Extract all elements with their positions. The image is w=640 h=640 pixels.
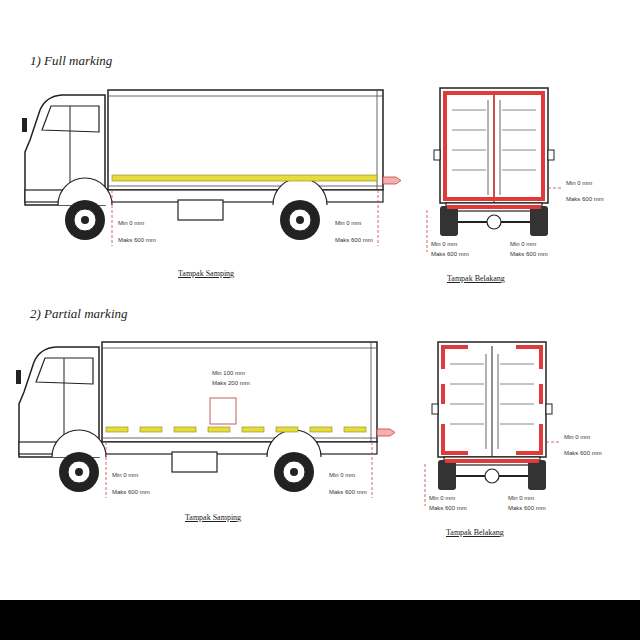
dimension-label: Maks 600 mm [112, 489, 150, 496]
dimension-label: Min 0 mm [335, 220, 361, 227]
dimension-label: Min 0 mm [429, 495, 455, 502]
truck-side [16, 342, 395, 498]
view-caption: Tampak Samping [178, 269, 234, 278]
view-caption: Tampak Samping [185, 513, 241, 522]
dimension-label: Maks 600 mm [564, 450, 602, 457]
dimension-label: Maks 600 mm [510, 251, 548, 258]
dimension-label: Min 0 mm [112, 472, 138, 479]
dimension-label: Maks 600 mm [508, 505, 546, 512]
bottom-bar [0, 600, 640, 640]
dimension-label: Maks 600 mm [431, 251, 469, 258]
dimension-label: Min 0 mm [564, 434, 590, 441]
dimension-label: Maks 200 mm [212, 380, 250, 387]
reflective-corner [516, 424, 541, 453]
dimension-label: Min 0 mm [431, 241, 457, 248]
reflective-segment [242, 427, 264, 432]
reflective-strip [445, 459, 539, 463]
reflective-strip [447, 205, 541, 209]
reflective-corner [443, 424, 468, 453]
reflective-segment [140, 427, 162, 432]
reflective-strip [493, 95, 495, 197]
segment-detail-box [210, 398, 236, 424]
reflective-segment [310, 427, 332, 432]
reflective-segment [344, 427, 366, 432]
reflective-corner [516, 347, 541, 369]
dimension-label: Min 100 mm [212, 370, 245, 377]
truck-rear [425, 342, 560, 506]
reflective-strip [112, 175, 377, 181]
dimension-label: Min 0 mm [566, 180, 592, 187]
dimension-label: Maks 600 mm [329, 489, 367, 496]
reflective-segment [539, 384, 543, 404]
dimension-label: Maks 600 mm [429, 505, 467, 512]
dimension-label: Min 0 mm [329, 472, 355, 479]
truck-rear [425, 342, 560, 506]
dimension-label: Min 0 mm [508, 495, 534, 502]
reflective-outline [445, 93, 543, 199]
reflective-segment [441, 384, 445, 404]
dimension-label: Min 0 mm [118, 220, 144, 227]
dimension-label: Maks 600 mm [118, 237, 156, 244]
truck-rear [427, 88, 562, 252]
truck-side [16, 342, 395, 498]
section-heading: 1) Full marking [30, 54, 112, 69]
reflective-segment [208, 427, 230, 432]
reflective-segment [276, 427, 298, 432]
reflective-corner [443, 347, 468, 369]
dimension-label: Maks 600 mm [335, 237, 373, 244]
dimension-label: Min 0 mm [510, 241, 536, 248]
section-heading: 2) Partial marking [30, 307, 128, 322]
reflective-segment [106, 427, 128, 432]
view-caption: Tampak Belakang [447, 274, 505, 283]
dimension-label: Maks 600 mm [566, 196, 604, 203]
truck-side [22, 90, 401, 246]
reflective-segment [174, 427, 196, 432]
view-caption: Tampak Belakang [446, 528, 504, 537]
